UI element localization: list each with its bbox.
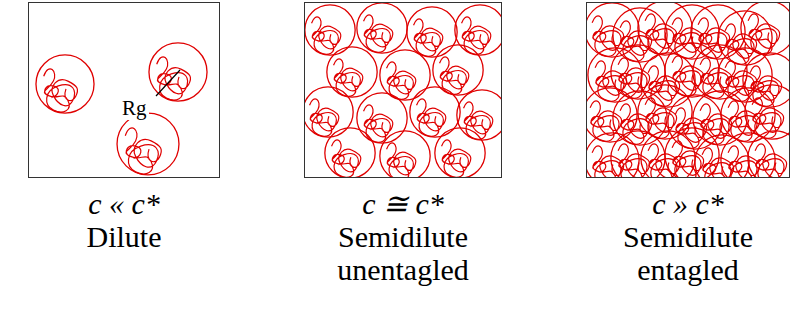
concentration-panel: c « c*Dilute <box>28 2 220 253</box>
panel-frame <box>28 2 220 178</box>
dilute-coils <box>36 43 207 175</box>
concentration-condition: c » c* <box>593 187 783 220</box>
concentration-panel: c ≅ c*Semidilute unentagled <box>304 2 502 286</box>
regime-name: Semidilute entagled <box>593 220 783 286</box>
panel-frame <box>304 2 502 178</box>
concentration-condition: c « c* <box>29 187 219 220</box>
entangled-coils <box>586 2 790 178</box>
regime-name: Semidilute unentagled <box>308 220 498 286</box>
semidilute-coils <box>304 3 502 178</box>
concentration-condition: c ≅ c* <box>308 187 498 220</box>
radius-label: Rg <box>120 96 149 120</box>
panel-frame <box>586 2 790 178</box>
regime-name: Dilute <box>29 220 219 253</box>
concentration-panel: c » c*Semidilute entagled <box>586 2 790 286</box>
